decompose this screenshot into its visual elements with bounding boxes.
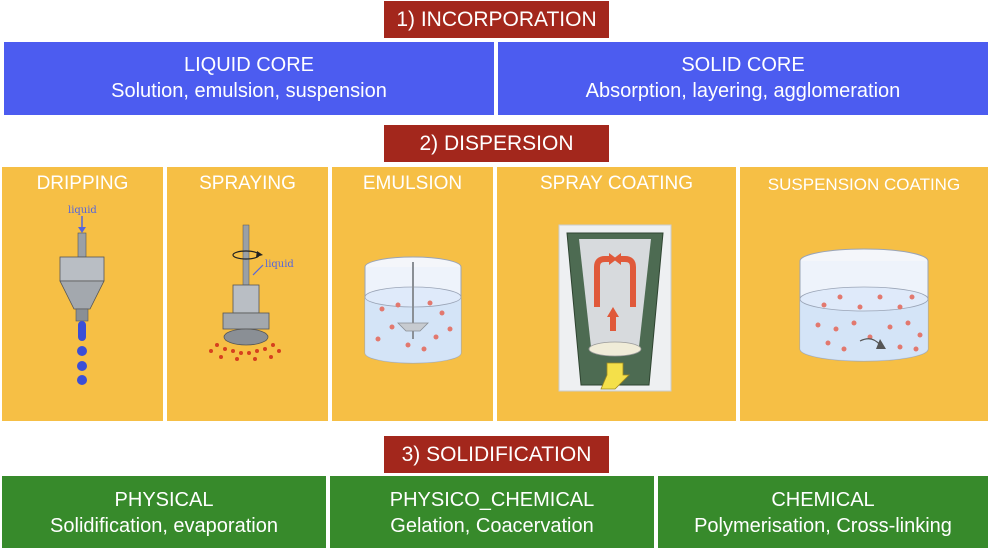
method-emulsion: EMULSION xyxy=(332,167,493,421)
box-subtitle: Solution, emulsion, suspension xyxy=(111,80,387,102)
box-title: PHYSICO_CHEMICAL xyxy=(389,489,595,511)
spray-coating-chamber-icon xyxy=(558,224,672,392)
dripping-nozzle-icon: liquid xyxy=(59,205,105,385)
method-label: SUSPENSION COATING xyxy=(767,175,961,194)
solid-core-box: SOLID CORE Absorption, layering, agglome… xyxy=(498,42,988,115)
emulsion-vessel-icon xyxy=(364,256,462,364)
liquid-label: liquid xyxy=(68,205,97,216)
box-subtitle: Solidification, evaporation xyxy=(50,515,278,537)
physico-chemical-box: PHYSICO_CHEMICAL Gelation, Coacervation xyxy=(330,476,654,548)
stage-header-dispersion: 2) DISPERSION xyxy=(384,125,609,162)
method-spray-coating: SPRAY COATING xyxy=(497,167,736,421)
stage-header-label: 2) DISPERSION xyxy=(419,131,574,155)
box-subtitle: Polymerisation, Cross-linking xyxy=(694,515,952,537)
spraying-nozzle-icon: liquid xyxy=(209,224,294,361)
stage-header-solidification: 3) SOLIDIFICATION xyxy=(384,436,609,473)
box-title: LIQUID CORE xyxy=(183,54,315,76)
method-dripping: DRIPPING liquid xyxy=(2,167,163,421)
stage-header-incorporation: 1) INCORPORATION xyxy=(384,1,609,38)
method-label: SPRAYING xyxy=(199,173,296,194)
box-subtitle: Gelation, Coacervation xyxy=(390,515,594,537)
physical-box: PHYSICAL Solidification, evaporation xyxy=(2,476,326,548)
box-subtitle: Absorption, layering, agglomeration xyxy=(585,80,901,102)
liquid-core-box: LIQUID CORE Solution, emulsion, suspensi… xyxy=(4,42,494,115)
method-label: SPRAY COATING xyxy=(539,173,694,194)
method-label: EMULSION xyxy=(362,173,463,194)
stage-header-label: 1) INCORPORATION xyxy=(396,7,597,31)
stage-header-label: 3) SOLIDIFICATION xyxy=(401,442,592,466)
method-spraying: SPRAYING liquid xyxy=(167,167,328,421)
suspension-vessel-icon xyxy=(799,248,929,362)
chemical-box: CHEMICAL Polymerisation, Cross-linking xyxy=(658,476,988,548)
box-title: PHYSICAL xyxy=(114,489,214,511)
method-suspension-coating: SUSPENSION COATING xyxy=(740,167,988,421)
box-title: SOLID CORE xyxy=(681,54,805,76)
method-label: DRIPPING xyxy=(36,173,129,194)
box-title: CHEMICAL xyxy=(771,489,875,511)
liquid-label: liquid xyxy=(265,259,294,270)
